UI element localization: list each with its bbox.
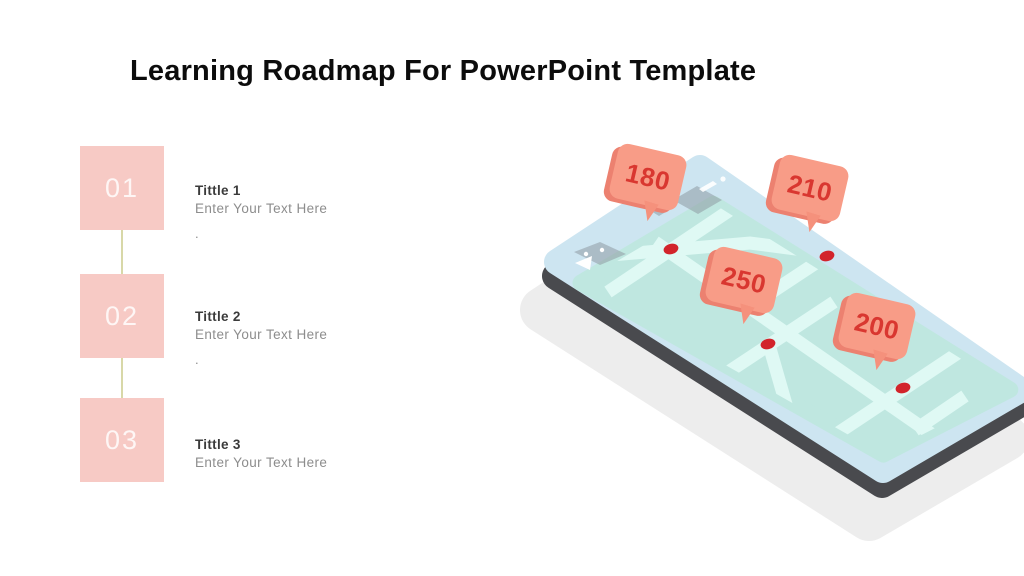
step-number: 02 [104, 300, 140, 331]
step-number: 03 [104, 424, 140, 455]
camera-icon [699, 176, 726, 192]
map-dot [760, 338, 776, 350]
step-box-02: 02 [80, 274, 164, 358]
step-connector-line [121, 358, 123, 398]
step-number: 01 [104, 172, 140, 203]
pin-value: 200 [851, 305, 903, 346]
building-icon [574, 242, 626, 265]
pin-value: 250 [718, 259, 770, 300]
pin-value: 210 [784, 167, 836, 208]
step-body: Enter Your Text Here [195, 455, 328, 470]
step-text-block-3: Tittle 3 Enter Your Text Here [195, 437, 365, 494]
step-text-block-1: Tittle 1 Enter Your Text Here . [195, 183, 365, 241]
step-body: Enter Your Text Here [195, 201, 328, 216]
step-text-block-2: Tittle 2 Enter Your Text Here . [195, 309, 365, 367]
step-note: . [195, 352, 199, 367]
map-location-dots [663, 243, 911, 394]
step-connector-line [121, 230, 123, 274]
map-dot [819, 250, 835, 262]
page-title: Learning Roadmap For PowerPoint Template [130, 55, 757, 88]
step-body: Enter Your Text Here [195, 327, 328, 342]
step-title: Tittle 3 [195, 437, 241, 452]
map-dot [895, 382, 911, 394]
navigation-arrow-icon [575, 256, 592, 270]
step-title: Tittle 2 [195, 309, 241, 324]
step-box-01: 01 [80, 146, 164, 230]
step-note: . [195, 226, 199, 241]
step-box-03: 03 [80, 398, 164, 482]
pin-value: 180 [622, 156, 674, 197]
step-title: Tittle 1 [195, 183, 241, 198]
map-dot [663, 243, 679, 255]
